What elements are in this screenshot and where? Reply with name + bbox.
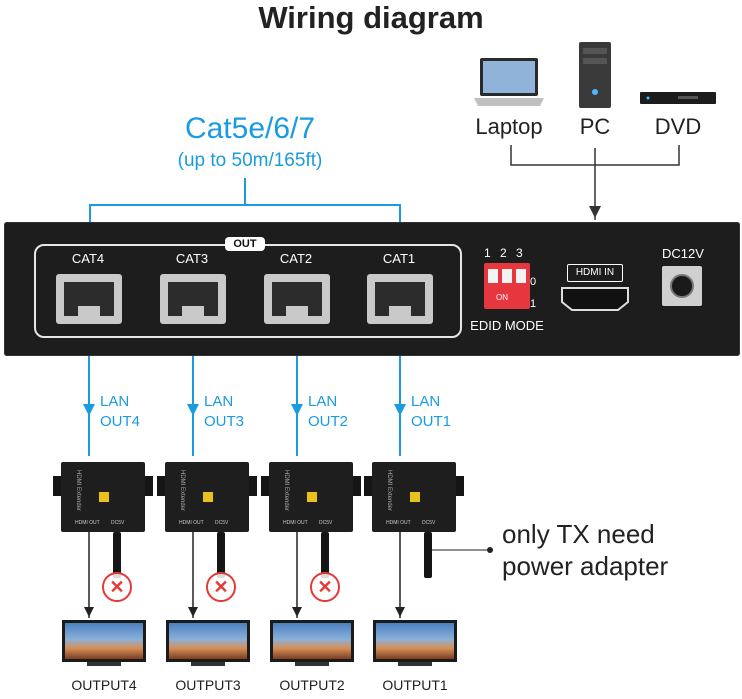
hdmi-out-arrow-1: [395, 607, 405, 617]
dc-label: DC12V: [662, 246, 704, 261]
tv-stand-4: [87, 662, 121, 666]
dvd-player-icon: [640, 92, 716, 104]
dip-number-1: 1: [484, 246, 491, 260]
lan-arrow-3: [187, 404, 199, 416]
edid-dip-switch[interactable]: ON: [484, 263, 530, 309]
power-cable-1: [424, 532, 432, 578]
dip-number-2: 2: [500, 246, 507, 260]
lan-arrow-4: [83, 404, 95, 416]
no-power-icon-2: ✕: [310, 572, 340, 602]
tv-output4: [62, 620, 146, 662]
out-tag: OUT: [225, 237, 265, 251]
output1-label: OUTPUT1: [382, 677, 448, 693]
note-pointer-dot: [487, 547, 493, 553]
dip-switch-2[interactable]: [502, 269, 512, 283]
hdmi-in-tag: HDMI IN: [567, 264, 623, 282]
power-cable-4: [113, 532, 121, 578]
tv-output2: [270, 620, 354, 662]
rj45-port-cat4[interactable]: [56, 274, 122, 324]
cable-bracket-line: [89, 204, 401, 222]
output4-label: OUTPUT4: [71, 677, 137, 693]
hdmi-out-arrow-4: [84, 607, 94, 617]
diagram-title: Wiring diagram: [258, 0, 484, 35]
output2-label: OUTPUT2: [279, 677, 345, 693]
tv-stand-3: [191, 662, 225, 666]
dip-switch-3[interactable]: [516, 269, 526, 283]
no-power-icon-3: ✕: [206, 572, 236, 602]
hdmi-extender-2: HDMI Extender HDMI OUT DC5V: [261, 462, 361, 532]
dip-state-1: 1: [530, 298, 537, 310]
laptop-icon: [474, 58, 544, 106]
hdmi-in-port[interactable]: [560, 286, 630, 312]
hdmi-extender-3: HDMI Extender HDMI OUT DC5V: [157, 462, 257, 532]
port-label-cat3: CAT3: [175, 251, 209, 266]
lan-arrow-2: [291, 404, 303, 416]
dip-number-3: 3: [516, 246, 523, 260]
no-power-icon-4: ✕: [102, 572, 132, 602]
dc-power-jack[interactable]: [662, 266, 702, 306]
tv-output1: [373, 620, 457, 662]
edid-mode-label: EDID MODE: [470, 318, 544, 333]
rj45-port-cat2[interactable]: [264, 274, 330, 324]
dip-state-0: 0: [530, 276, 537, 288]
source-arrow-head: [589, 206, 601, 218]
source-pc-label: PC: [579, 114, 611, 139]
port-label-cat4: CAT4: [71, 251, 105, 266]
port-label-cat1: CAT1: [382, 251, 416, 266]
lan-arrow-1: [394, 404, 406, 416]
hdmi-extender-4: HDMI Extender HDMI OUT DC5V: [53, 462, 153, 532]
dip-on-label: ON: [496, 293, 508, 302]
tv-stand-2: [295, 662, 329, 666]
power-cable-3: [217, 532, 225, 578]
tv-stand-1: [398, 662, 432, 666]
source-dvd-label: DVD: [654, 114, 702, 139]
cable-type-label: Cat5e/6/7: [184, 112, 316, 145]
cable-range-label: (up to 50m/165ft): [177, 150, 323, 171]
pc-tower-icon: [579, 42, 611, 108]
tv-output3: [166, 620, 250, 662]
power-cable-2: [321, 532, 329, 578]
hdmi-out-arrow-3: [188, 607, 198, 617]
hdmi-extender-1: HDMI Extender HDMI OUT DC5V: [364, 462, 464, 532]
rj45-port-cat1[interactable]: [367, 274, 433, 324]
rj45-port-cat3[interactable]: [160, 274, 226, 324]
hdmi-out-arrow-2: [292, 607, 302, 617]
output3-label: OUTPUT3: [175, 677, 241, 693]
source-laptop-label: Laptop: [475, 114, 543, 139]
port-label-cat2: CAT2: [279, 251, 313, 266]
dip-switch-1[interactable]: [488, 269, 498, 283]
